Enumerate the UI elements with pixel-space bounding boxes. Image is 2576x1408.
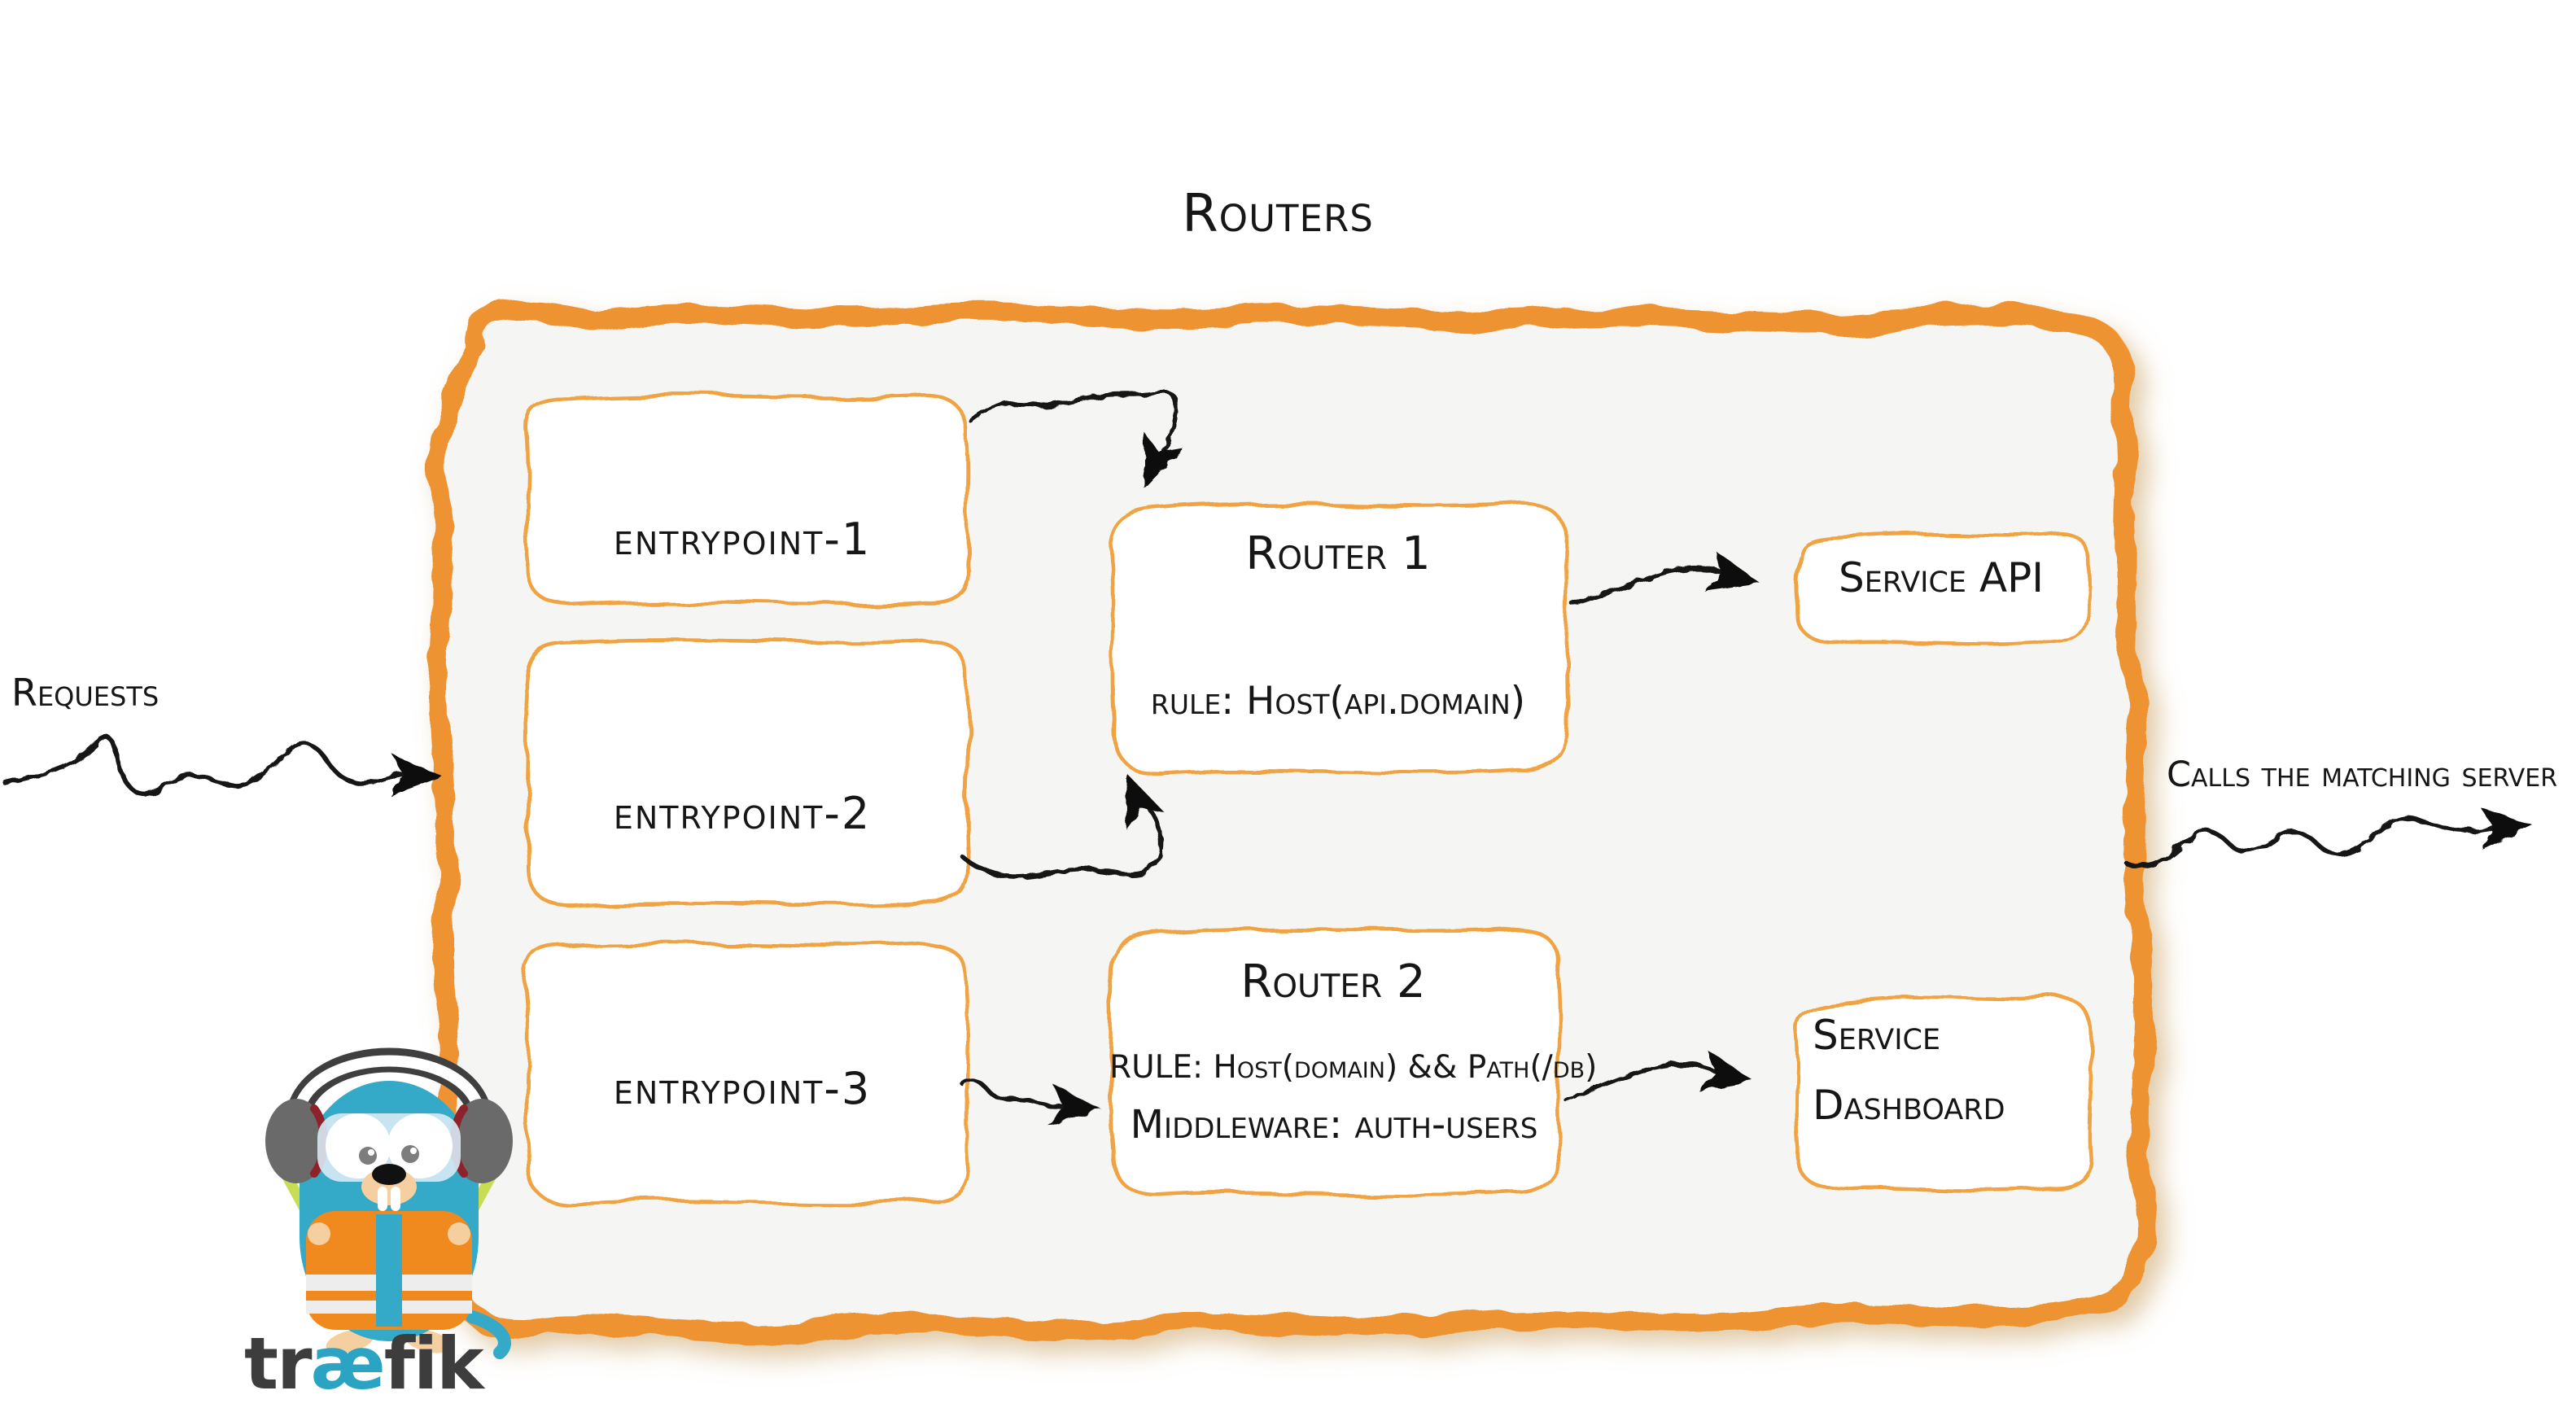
- arrowhead-entrypoint2-router1: [1126, 773, 1166, 830]
- gopher-pupil-left: [359, 1147, 377, 1165]
- entrypoint-2-box: [523, 638, 970, 908]
- traefik-wordmark: træfik: [244, 1328, 513, 1400]
- router-2-box: [1107, 925, 1563, 1197]
- vest-center-gap: [376, 1214, 402, 1327]
- arrowhead-router1-serviceapi: [1703, 549, 1760, 591]
- service-api-label: Service API: [1838, 554, 2045, 601]
- arrow-entrypoint1-router1: [968, 389, 1179, 472]
- arrowhead-calls: [2479, 807, 2533, 850]
- arrow-requests: [2, 736, 424, 795]
- arrowhead-entrypoint1-router1: [1144, 431, 1184, 488]
- gopher-hand-right: [448, 1222, 470, 1245]
- router-2-rule: RULE: Host(domain) && Path(/db): [1109, 1049, 1598, 1086]
- arrow-entrypoint2-router1: [960, 782, 1164, 879]
- router-2-name: Router 2: [1240, 955, 1426, 1008]
- diagram-title: Routers: [1182, 184, 1374, 244]
- requests-annotation: Requests: [11, 671, 160, 715]
- service-dashboard-label-line1: Service: [1813, 1012, 1941, 1059]
- calls-annotation: Calls the matching server: [2167, 754, 2558, 795]
- router-1-rule: rule: Host(api.domain): [1150, 679, 1526, 724]
- gopher-hand-left: [308, 1222, 330, 1245]
- gopher-eye-right: [387, 1113, 453, 1178]
- entrypoint-1-label: entrypoint-1: [613, 514, 872, 565]
- gopher-nose: [372, 1164, 406, 1185]
- service-dashboard-label-line2: Dashboard: [1813, 1082, 2005, 1129]
- gopher-tail: [466, 1310, 511, 1359]
- service-api-box: [1793, 531, 2094, 646]
- entrypoint-2-label: entrypoint-2: [613, 788, 872, 839]
- arrow-calls: [2123, 815, 2519, 868]
- router-2-middleware: Middleware: auth-users: [1130, 1102, 1538, 1148]
- gopher-tooth-right: [391, 1187, 400, 1211]
- arrow-entrypoint3-router2: [960, 1078, 1078, 1111]
- gopher-pupil-left-glint: [368, 1149, 374, 1156]
- headphone-cup-left: [265, 1099, 327, 1183]
- arrowhead-entrypoint3-router2: [1047, 1083, 1102, 1126]
- entrypoint-3-label: entrypoint-3: [613, 1063, 872, 1114]
- headphone-cup-right: [451, 1099, 513, 1183]
- headphones-band-highlight: [292, 1055, 486, 1119]
- wordmark-pre: tr: [244, 1322, 312, 1406]
- gopher-pupil-right: [401, 1145, 419, 1163]
- gopher-pupil-right-glint: [410, 1148, 417, 1154]
- gopher-tooth-left: [378, 1187, 387, 1211]
- wordmark-ae: æ: [310, 1322, 385, 1406]
- gopher-eye-left: [326, 1113, 391, 1178]
- entrypoint-3-box: [523, 942, 970, 1206]
- router-1-box: [1109, 501, 1570, 776]
- entrypoint-1-box: [523, 393, 970, 607]
- service-dashboard-box: [1793, 995, 2093, 1192]
- arrowhead-requests: [390, 753, 443, 796]
- traefik-gopher-logo: [265, 1047, 513, 1359]
- wordmark-post: fik: [383, 1322, 484, 1406]
- arrowhead-router2-servicedashboard: [1697, 1049, 1753, 1091]
- router-1-name: Router 1: [1245, 527, 1431, 580]
